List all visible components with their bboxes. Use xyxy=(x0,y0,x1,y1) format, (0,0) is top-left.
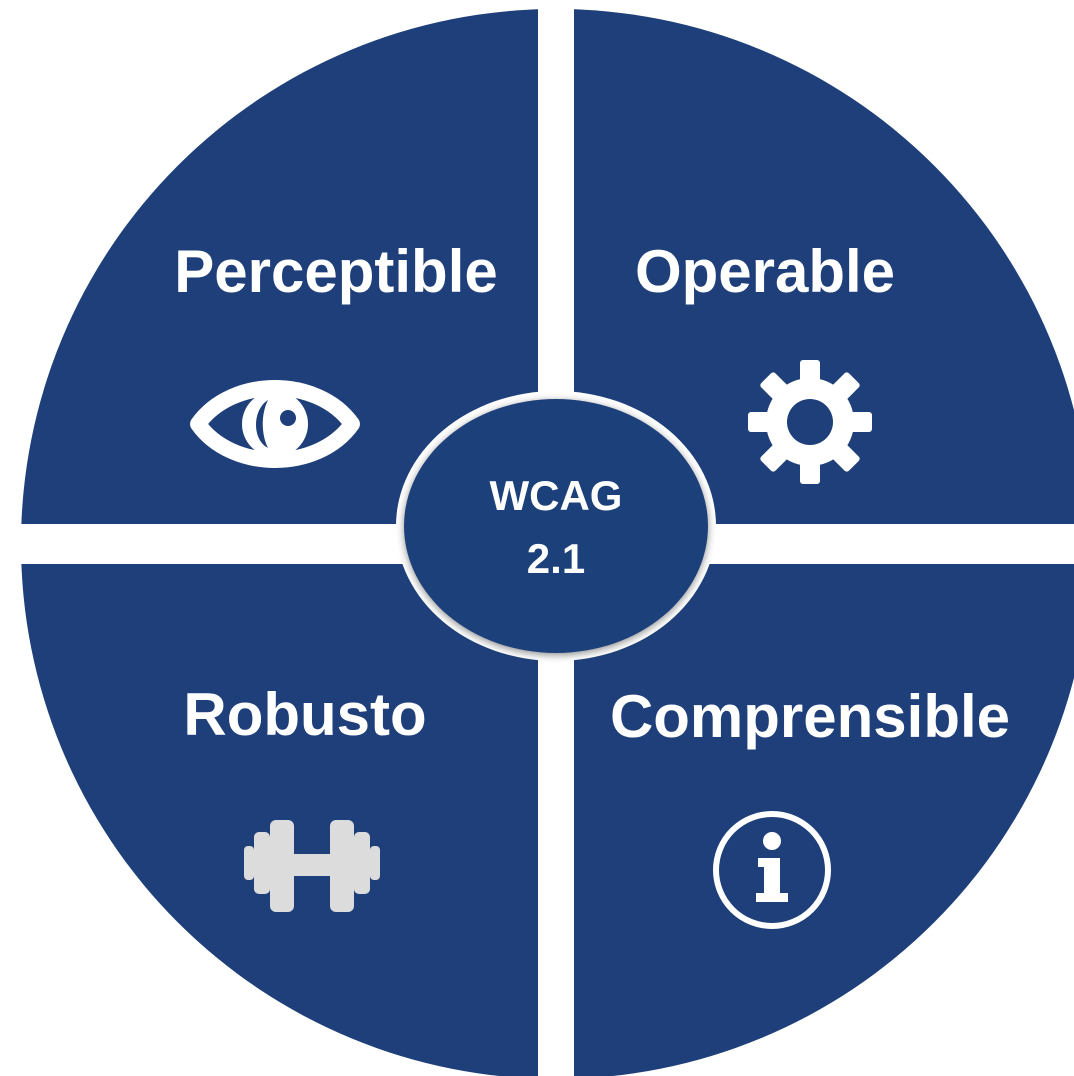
eye-icon xyxy=(190,380,360,468)
quadrant-perceptible xyxy=(21,9,538,524)
info-icon xyxy=(713,811,831,929)
operable-label: Operable xyxy=(635,238,895,305)
robusto-label: Robusto xyxy=(183,681,426,748)
center-title: WCAG xyxy=(490,472,623,519)
dumbbell-icon xyxy=(244,820,380,912)
gear-icon xyxy=(748,360,872,484)
quadrant-comprensible xyxy=(574,564,1074,1076)
comprensible-label: Comprensible xyxy=(610,683,1010,750)
center-version: 2.1 xyxy=(527,535,585,582)
quadrant-operable xyxy=(574,9,1074,524)
perceptible-label: Perceptible xyxy=(174,238,497,305)
center-hub: WCAG 2.1 xyxy=(396,391,716,661)
